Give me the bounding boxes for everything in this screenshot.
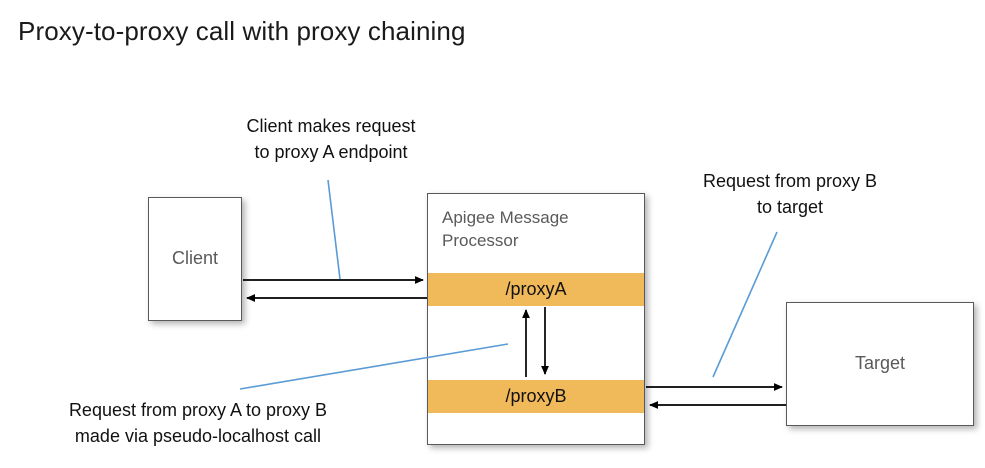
client-node-label: Client bbox=[171, 248, 219, 268]
message-processor-title: Apigee Message Processor bbox=[442, 208, 569, 250]
message-processor-node: Apigee Message Processor /proxyA /proxyB bbox=[427, 193, 645, 445]
annotation-proxy-a-to-proxy-b: Request from proxy A to proxy B made via… bbox=[68, 400, 328, 446]
client-node: Client bbox=[148, 197, 242, 321]
target-node-label: Target bbox=[854, 353, 906, 373]
leader-line-proxy-b-to-target bbox=[712, 231, 778, 378]
proxy-b-label: /proxyB bbox=[505, 386, 567, 406]
annotation-proxy-b-to-target: Request from proxy B to target bbox=[702, 171, 878, 217]
proxy-a-label: /proxyA bbox=[505, 279, 567, 299]
page-title: Proxy-to-proxy call with proxy chaining bbox=[18, 16, 466, 46]
annotation-client-request: Client makes request to proxy A endpoint bbox=[246, 116, 416, 162]
target-node: Target bbox=[786, 302, 974, 426]
proxy-a-band: /proxyA bbox=[428, 273, 644, 306]
leader-line-client-request bbox=[327, 179, 341, 280]
proxy-b-band: /proxyB bbox=[428, 380, 644, 413]
